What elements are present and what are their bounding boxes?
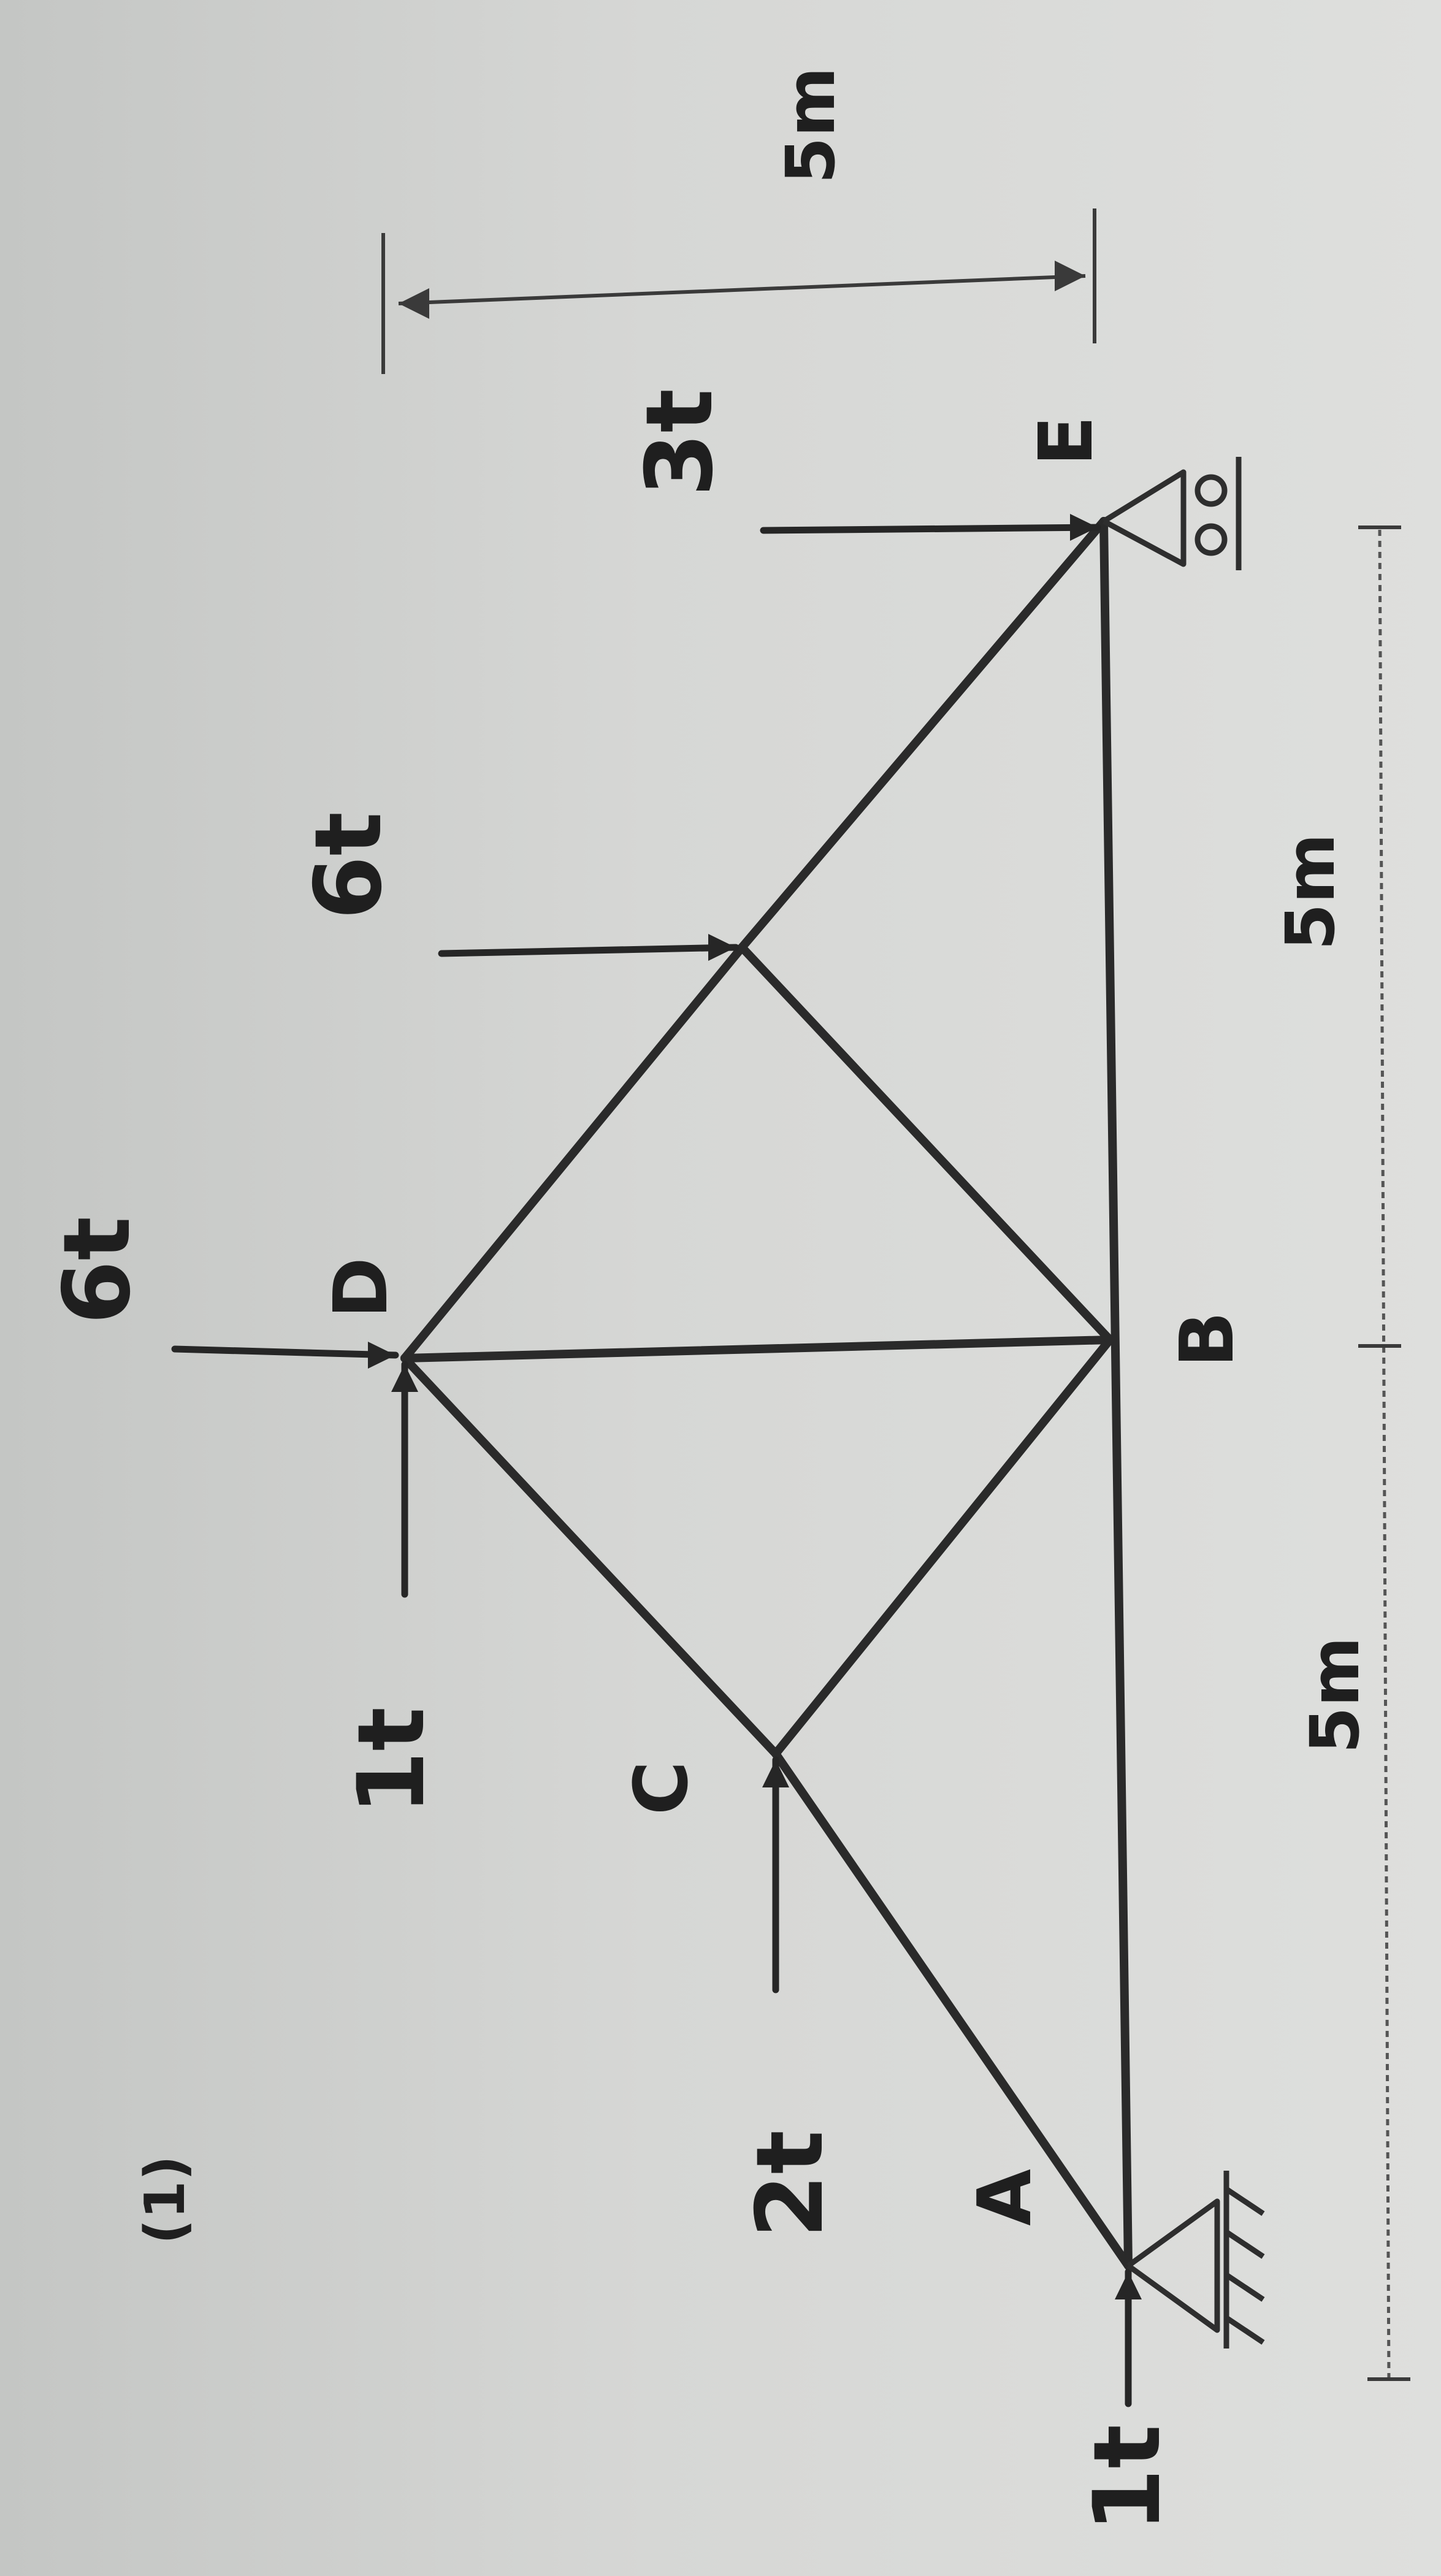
arrowhead-3t-e <box>1070 514 1098 541</box>
pin-support-a <box>1126 2198 1220 2333</box>
node-label-a: A <box>963 2169 1048 2226</box>
load-arrow-6t-mid <box>438 944 740 957</box>
load-arrow-3t-e <box>760 524 1101 534</box>
hatch-a-3 <box>1225 2272 1265 2302</box>
roller-wheel-e-1 <box>1194 474 1228 507</box>
load-label-3t-e: 3t <box>627 389 733 497</box>
hatch-a-2 <box>1225 2230 1265 2259</box>
member-mid-b <box>738 943 1114 1344</box>
hatch-a-1 <box>1225 2187 1265 2216</box>
node-label-e: E <box>1024 416 1109 466</box>
member-cb <box>771 1336 1114 1758</box>
load-label-2t-c: 2t <box>737 2130 844 2238</box>
load-label-6t-d: 6t <box>44 1217 151 1324</box>
height-arrow-top <box>399 288 429 319</box>
dimension-label-span-right: 5m <box>1271 833 1350 950</box>
arrowhead-6t-d <box>368 1342 396 1369</box>
load-label-1t-d: 1t <box>338 1707 445 1815</box>
roller-support-e <box>1102 469 1187 567</box>
load-arrow-6t-d <box>171 1345 399 1359</box>
arrowhead-2t-c <box>762 1760 789 1787</box>
height-arrow-bottom <box>1055 261 1085 291</box>
node-label-c: C <box>619 1761 705 1815</box>
member-ac <box>771 1749 1133 2270</box>
roller-wheel-e-2 <box>1194 523 1228 556</box>
node-label-d: D <box>319 1257 404 1318</box>
member-bottom-chord-ae <box>1099 517 1133 2270</box>
figure-tag: (1) <box>133 2155 197 2244</box>
dimension-label-span-left: 5m <box>1296 1637 1374 1754</box>
member-d-mid <box>400 943 746 1363</box>
hatch-a-4 <box>1225 2315 1265 2345</box>
arrowhead-6t-mid <box>708 934 736 961</box>
node-label-b: B <box>1165 1312 1250 1367</box>
dimension-label-height: 5m <box>771 67 850 184</box>
member-mid-e <box>738 517 1108 952</box>
arrowhead-1t-a <box>1115 2272 1142 2299</box>
member-db <box>400 1336 1114 1363</box>
member-cd <box>400 1354 780 1758</box>
load-label-6t-mid: 6t <box>296 812 402 920</box>
load-label-1t-a: 1t <box>1074 2425 1181 2532</box>
height-dimension-line <box>398 274 1086 305</box>
arrowhead-1t-d <box>391 1364 418 1392</box>
span-dimension-line <box>1378 527 1391 2380</box>
